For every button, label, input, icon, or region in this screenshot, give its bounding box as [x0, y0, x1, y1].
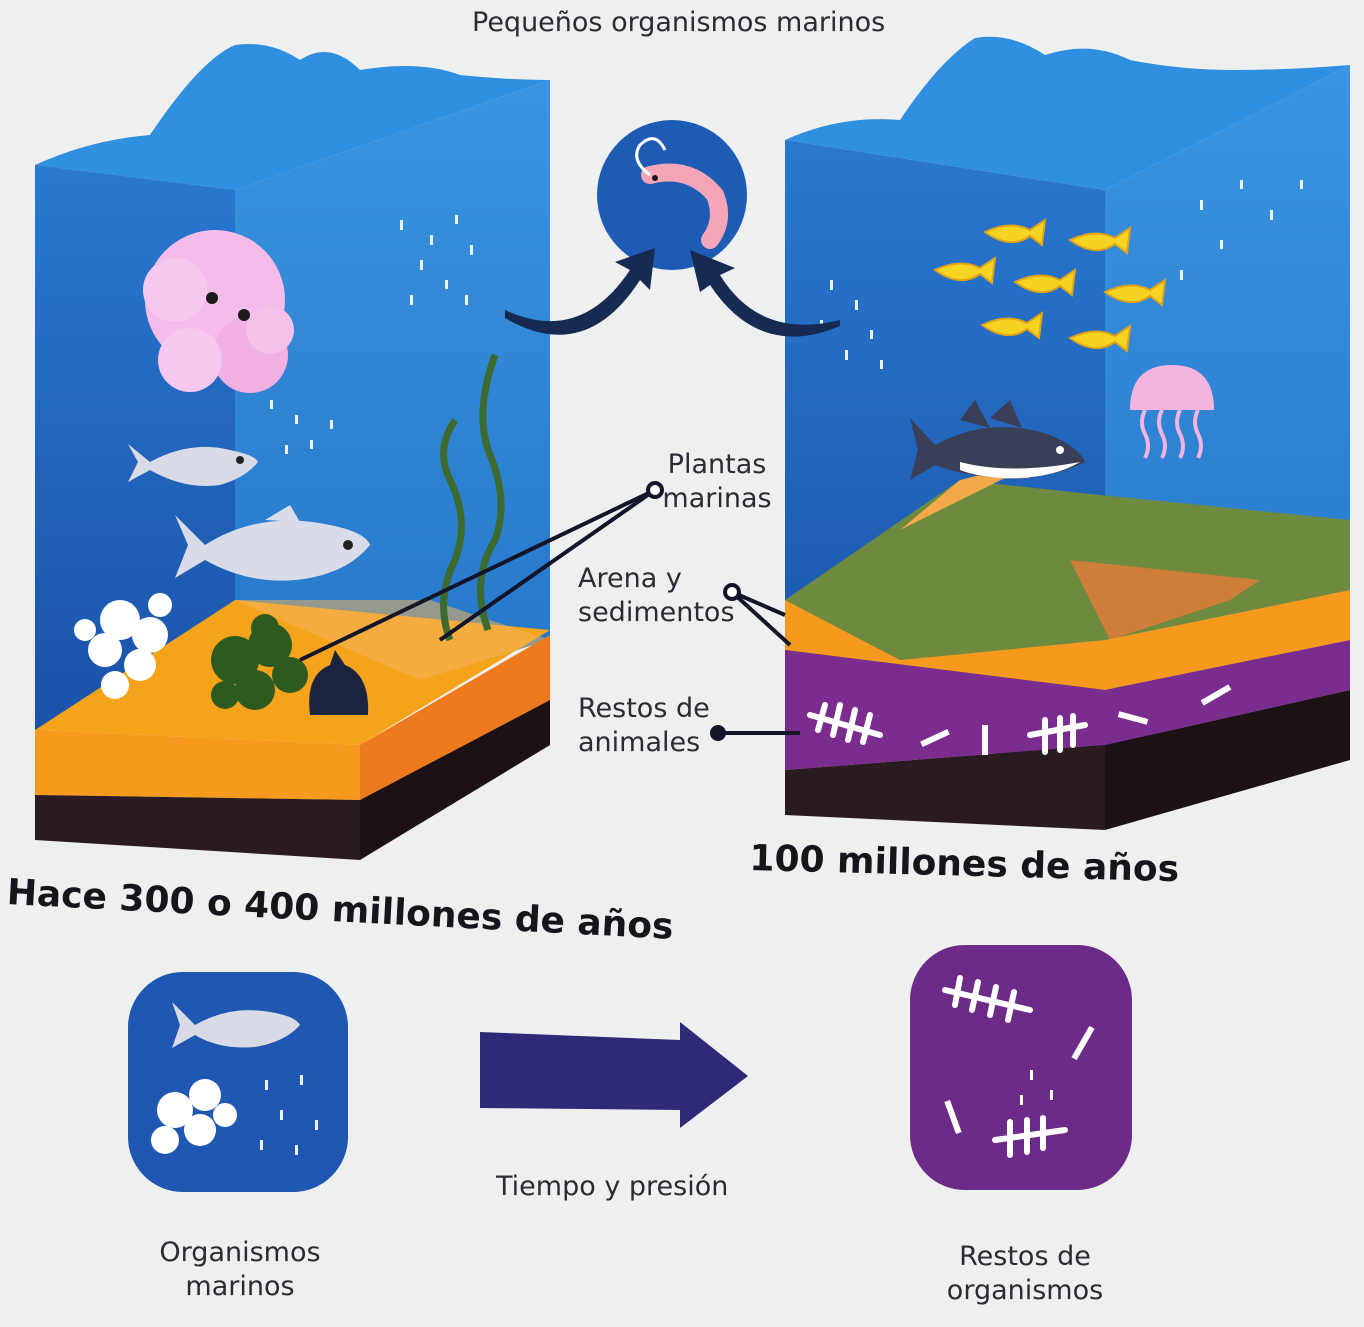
shrimp-badge — [597, 120, 747, 270]
organism-remains-badge — [910, 945, 1132, 1190]
marine-organisms-badge — [128, 972, 348, 1192]
time-pressure-label: Tiempo y presión — [496, 1170, 728, 1204]
right-ocean-block — [785, 37, 1350, 830]
organism-remains-label: Restos de organismos — [920, 1240, 1130, 1308]
plants-label: Plantas marinas — [662, 448, 772, 516]
remains-label-line2: animales — [578, 726, 710, 760]
small-organisms-label: Pequeños organismos marinos — [472, 6, 885, 40]
plants-label-line2: marinas — [662, 482, 772, 516]
organism-remains-line2: organismos — [920, 1274, 1130, 1308]
remains-label: Restos de animales — [578, 692, 710, 760]
organism-remains-line1: Restos de — [920, 1240, 1130, 1274]
transformation-arrow — [480, 1022, 748, 1128]
sand-label-line1: Arena y — [578, 562, 735, 596]
left-ocean-block — [35, 44, 550, 860]
remains-label-line1: Restos de — [578, 692, 710, 726]
sand-label-line2: sedimentos — [578, 596, 735, 630]
sand-label: Arena y sedimentos — [578, 562, 735, 630]
marine-organisms-line2: marinos — [140, 1270, 340, 1304]
plants-label-line1: Plantas — [662, 448, 772, 482]
marine-organisms-line1: Organismos — [140, 1236, 340, 1270]
marine-organisms-label: Organismos marinos — [140, 1236, 340, 1304]
